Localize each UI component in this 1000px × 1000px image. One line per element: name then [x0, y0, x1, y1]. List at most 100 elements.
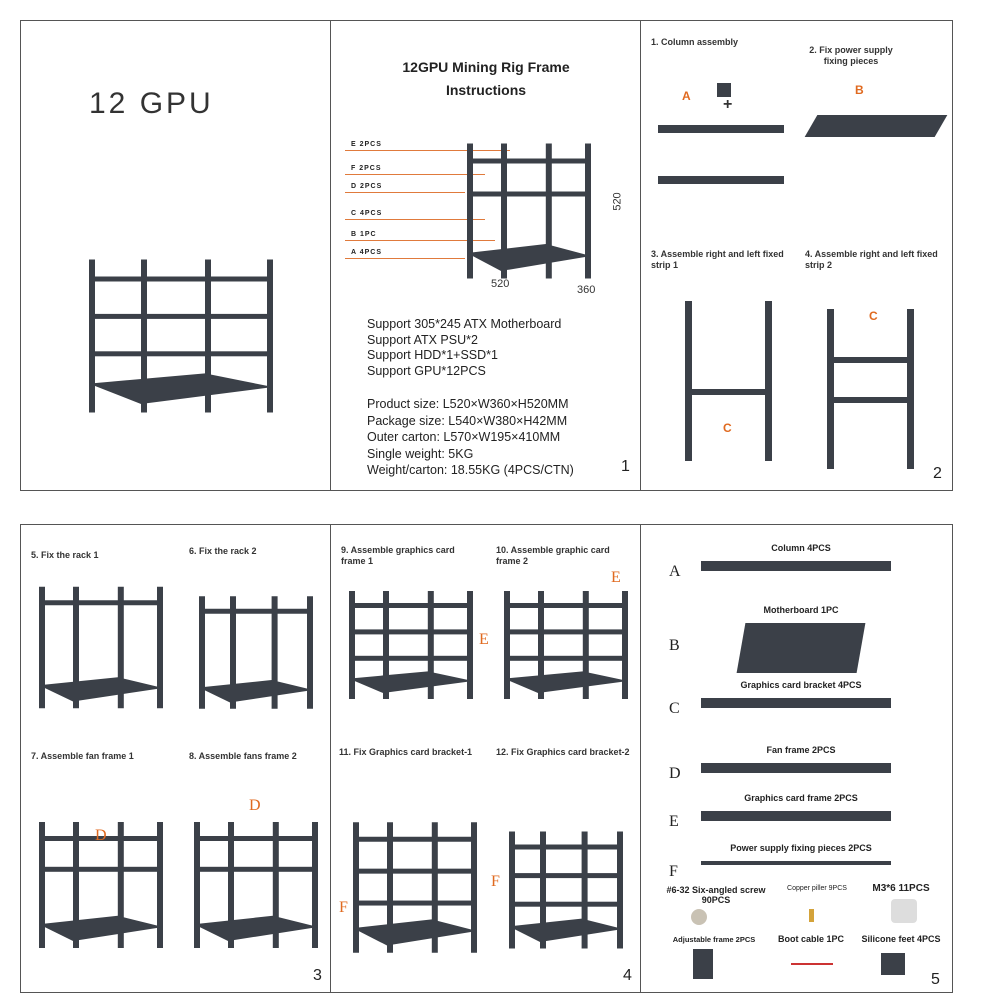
rack-1-diagram	[39, 586, 163, 709]
part-label: D 2PCS	[351, 183, 383, 190]
copper-pillar-icon	[809, 909, 814, 922]
frame-diagram	[467, 143, 591, 279]
gpu-frame-2-diagram	[504, 591, 628, 699]
part-letter: A	[669, 563, 681, 580]
part-image	[701, 861, 891, 865]
adjustable-frame-icon	[693, 949, 713, 979]
part-label: C 4PCS	[351, 210, 383, 217]
m3-screw-icon	[891, 899, 917, 923]
page-title: 12GPU Mining Rig Frame	[402, 59, 570, 75]
accessory-label: Boot cable 1PC	[777, 934, 844, 944]
page-number: 2	[933, 465, 942, 482]
support-item: Support HDD*1+SSD*1	[367, 348, 498, 362]
step-11: 11. Fix Graphics card bracket-1	[339, 747, 473, 757]
column-part	[658, 125, 784, 133]
leader-line	[345, 192, 465, 193]
part-image	[701, 811, 891, 821]
page-subtitle: Instructions	[445, 82, 527, 98]
part-label: B 1PC	[351, 231, 377, 238]
part-name: Fan frame 2PCS	[766, 745, 836, 755]
dim-height: 520	[611, 192, 624, 211]
cover-panel: 12 GPU	[20, 20, 331, 491]
leader-line	[345, 150, 510, 151]
strip-1-diagram	[685, 301, 772, 461]
fan-frame-2-diagram	[194, 822, 318, 948]
fixing-piece	[717, 83, 731, 97]
plus-sign: +	[723, 96, 733, 113]
page-number: 1	[621, 458, 630, 475]
step-12: 12. Fix Graphics card bracket-2	[496, 747, 630, 757]
callout: A	[682, 89, 691, 103]
part-letter: B	[669, 637, 680, 654]
part-letter: C	[669, 700, 680, 717]
step-1: 1. Column assembly	[651, 37, 739, 47]
accessory-label: Adjustable frame 2PCS	[672, 935, 756, 944]
leader-line	[345, 219, 485, 220]
page-4: 9. Assemble graphics card frame 1 10. As…	[330, 524, 641, 993]
dim-length: 520	[491, 278, 510, 290]
callout: B	[855, 83, 864, 97]
page-number: 4	[623, 967, 632, 984]
part-name: Graphics card bracket 4PCS	[740, 680, 862, 690]
support-item: Support ATX PSU*2	[367, 332, 478, 347]
step-3: 3. Assemble right and left fixed strip 1	[651, 249, 784, 270]
part-letter: F	[669, 863, 678, 880]
column-part	[658, 176, 784, 184]
callout: C	[723, 421, 732, 435]
spec-item: Package size: L540×W380×H42MM	[367, 413, 568, 428]
bracket-1-diagram	[353, 822, 477, 953]
spec-item: Single weight: 5KG	[367, 446, 474, 461]
spec-item: Product size: L520×W360×H520MM	[367, 397, 569, 411]
callout: F	[339, 899, 348, 916]
part-image	[701, 561, 891, 571]
step-7: 7. Assemble fan frame 1	[31, 751, 134, 761]
page-5: A Column 4PCS B Motherboard 1PC C Graphi…	[640, 524, 953, 993]
cover-title: 12 GPU	[89, 87, 214, 120]
part-name: Power supply fixing pieces 2PCS	[730, 843, 872, 853]
callout: F	[491, 873, 500, 890]
page-2: 1. Column assembly 2. Fix power supply f…	[640, 20, 953, 491]
leader-line	[345, 240, 495, 241]
step-8: 8. Assemble fans frame 2	[189, 751, 297, 761]
callout: D	[249, 797, 261, 814]
spec-list: Product size: L520×W360×H520MM Package s…	[367, 396, 574, 479]
part-name: Column 4PCS	[771, 543, 831, 553]
accessory-label: M3*6 11PCS	[872, 883, 930, 894]
part-name: Graphics card frame 2PCS	[744, 793, 858, 803]
part-label: F 2PCS	[351, 165, 382, 172]
step-2: 2. Fix power supply fixing pieces	[809, 45, 893, 66]
leader-line	[345, 258, 465, 259]
step-10: 10. Assemble graphic card frame 2	[496, 545, 610, 566]
part-name: Motherboard 1PC	[763, 605, 839, 615]
spec-item: Weight/carton: 18.55KG (4PCS/CTN)	[367, 463, 574, 477]
part-letter: E	[669, 813, 679, 830]
part-image	[736, 623, 866, 673]
fan-frame-1-diagram	[39, 822, 163, 948]
support-item: Support GPU*12PCS	[367, 363, 486, 378]
callout: C	[869, 309, 878, 323]
part-label: E 2PCS	[351, 141, 382, 148]
leader-line	[345, 174, 485, 175]
accessory-label: #6-32 Six-angled screw 90PCS	[666, 885, 766, 905]
part-image	[701, 763, 891, 773]
bracket-2-diagram	[509, 831, 623, 949]
strip-2-diagram	[827, 309, 914, 469]
accessory-label: Silicone feet 4PCS	[861, 934, 941, 944]
part-label: A 4PCS	[351, 249, 383, 256]
step-6: 6. Fix the rack 2	[189, 546, 257, 556]
gpu-frame-1-diagram	[349, 591, 473, 699]
accessory-label: Copper piller 9PCS	[787, 885, 847, 892]
boot-cable-icon	[791, 963, 833, 965]
page-1: 12GPU Mining Rig Frame Instructions E 2P…	[330, 20, 641, 491]
callout: E	[479, 631, 489, 648]
screw-icon	[691, 909, 707, 925]
dim-width: 360	[577, 284, 596, 296]
spec-item: Outer carton: L570×W195×410MM	[367, 430, 561, 444]
part-letter: D	[669, 765, 681, 782]
step-4: 4. Assemble right and left fixed strip 2	[805, 249, 938, 270]
page-3: 5. Fix the rack 1 6. Fix the rack 2 7. A…	[20, 524, 331, 993]
support-list: Support 305*245 ATX Motherboard Support …	[367, 317, 561, 379]
page-number: 5	[931, 971, 940, 988]
page-number: 3	[313, 967, 322, 984]
part-image	[701, 698, 891, 708]
